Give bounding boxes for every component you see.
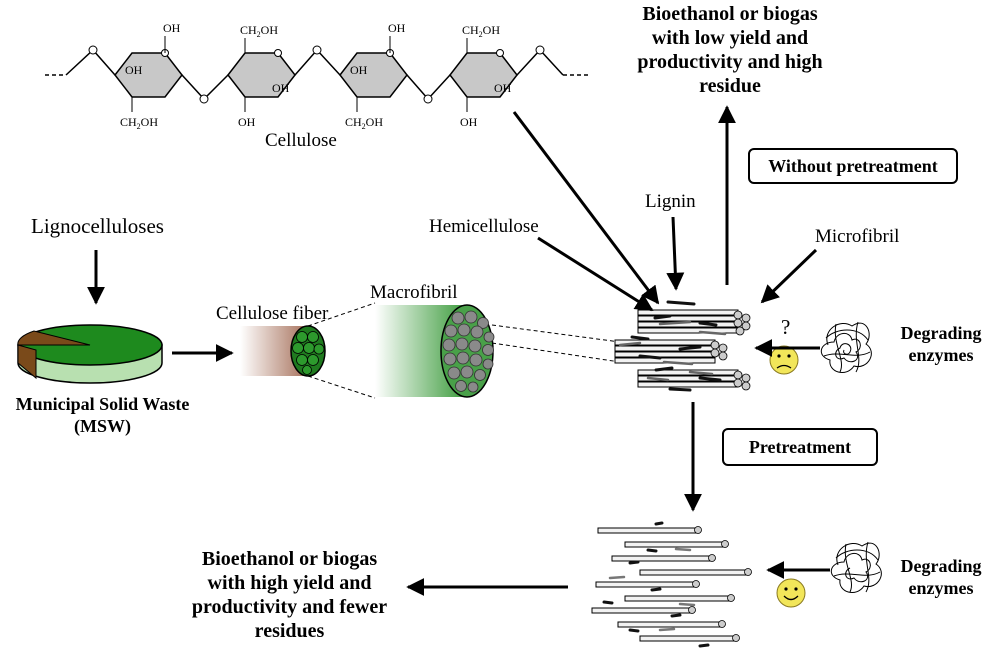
enzymes-line: enzymes	[908, 578, 974, 598]
cellulose-label: Cellulose	[265, 130, 337, 151]
outcome-line: residues	[254, 620, 325, 642]
hydroxyl-label: OH	[388, 21, 406, 35]
microfibril-label: Microfibril	[815, 226, 900, 247]
enzymes-line: enzymes	[908, 345, 974, 365]
msw-label: Municipal Solid Waste (MSW)	[0, 393, 205, 437]
outcome-line: Bioethanol or biogas	[201, 548, 378, 570]
enzyme-cluster	[820, 321, 872, 374]
outcome-line: with high yield and	[207, 572, 372, 594]
hydroxyl-label: OH	[238, 115, 256, 129]
outcome-line: productivity and fewer	[191, 596, 388, 618]
lignocelluloses-label: Lignocelluloses	[31, 214, 164, 238]
hydroxymethyl-label: CH2OH	[462, 23, 500, 39]
outcome-line: with low yield and	[651, 27, 809, 49]
question-mark: ?	[781, 315, 791, 339]
arrow-lignin	[666, 216, 685, 291]
pretreatment-box: Pretreatment	[722, 428, 878, 466]
macrofibril	[375, 304, 495, 398]
high-yield-outcome: Bioethanol or biogas with high yield and…	[172, 547, 407, 643]
glucose-ring: CH2OH OH OH	[227, 23, 296, 129]
low-yield-outcome: Bioethanol or biogas with low yield and …	[595, 2, 865, 98]
glucose-ring: CH2OH OH OH	[449, 23, 518, 129]
macrofibril-label: Macrofibril	[370, 282, 458, 303]
glucose-ring: OH OH CH2OH	[114, 21, 183, 131]
arrow-hemicellulose	[537, 236, 654, 312]
hemicellulose-label: Hemicellulose	[429, 216, 539, 237]
cellulose-molecule: OH OH CH2OH CH2OH OH OH OH OH CH2OH	[45, 21, 590, 131]
cellulose-fiber	[240, 325, 326, 377]
degrading-enzymes-top-label: Degrading enzymes	[882, 322, 1000, 366]
without-pretreatment-box: Without pretreatment	[748, 148, 958, 184]
happy-face-icon	[776, 578, 806, 608]
hydroxyl-label: OH	[460, 115, 478, 129]
cellulose-fiber-label: Cellulose fiber	[216, 303, 329, 324]
hydroxymethyl-label: CH2OH	[345, 115, 383, 131]
outcome-line: Bioethanol or biogas	[642, 3, 818, 25]
degrading-enzymes-bottom-label: Degrading enzymes	[882, 555, 1000, 599]
flow-arrows	[87, 105, 830, 596]
sad-face-icon	[769, 345, 799, 375]
hydroxyl-label: OH	[350, 63, 368, 77]
degrading-line: Degrading	[900, 323, 982, 343]
hydroxyl-label: OH	[125, 63, 143, 77]
msw-abbr-line: (MSW)	[74, 416, 131, 436]
msw-label-line: Municipal Solid Waste	[15, 394, 190, 414]
arrow-microfibril	[760, 248, 818, 304]
outcome-line: residue	[699, 75, 761, 97]
hydroxyl-label: OH	[494, 81, 512, 95]
msw-pie-chart	[17, 324, 163, 384]
hydroxymethyl-label: CH2OH	[240, 23, 278, 39]
pretreated-fibrils	[591, 521, 752, 648]
glucose-ring: OH OH CH2OH	[339, 21, 408, 131]
degrading-line: Degrading	[900, 556, 982, 576]
lignin-label: Lignin	[645, 191, 696, 212]
arrow-cellulose	[512, 111, 660, 305]
microfibril-bundle	[614, 300, 751, 392]
hydroxyl-label: OH	[272, 81, 290, 95]
outcome-line: productivity and high	[637, 51, 823, 73]
hydroxymethyl-label: CH2OH	[120, 115, 158, 131]
hydroxyl-label: OH	[163, 21, 181, 35]
enzyme-cluster	[830, 541, 882, 594]
